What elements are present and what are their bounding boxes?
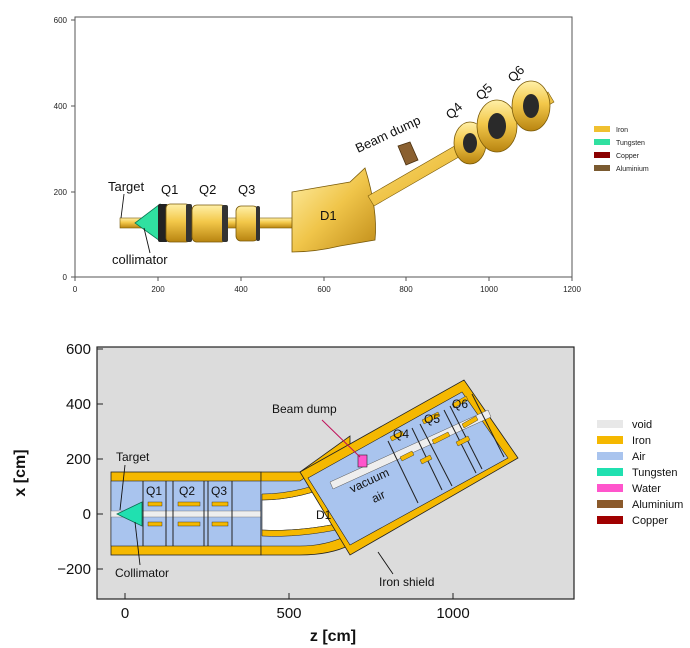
top-legend-label-tungsten: Tungsten [616, 140, 645, 147]
top-diagram: 0 200 400 600 800 1000 1200 0 200 400 60… [54, 16, 649, 294]
top-y-tick-200: 200 [54, 188, 68, 197]
bottom-legend-swatch-tungsten [597, 468, 623, 476]
bottom-y-tick-minus-200: −200 [57, 561, 91, 578]
bottom-straight-dividers [142, 481, 233, 546]
bottom-legend-swatch-air [597, 452, 623, 460]
bottom-collimator [116, 501, 143, 527]
bottom-label-air: air [369, 487, 387, 505]
bottom-angled-quad-bars [389, 395, 479, 465]
bottom-legend-label-water: Water [632, 483, 661, 495]
top-q3-magnet [235, 205, 260, 242]
top-d1-dipole [291, 167, 376, 253]
top-x-tick-600: 600 [317, 285, 331, 294]
top-label-q3: Q3 [238, 182, 255, 197]
bottom-label-iron-shield: Iron shield [379, 575, 434, 589]
top-legend-swatch-tungsten [594, 139, 610, 145]
top-beam-dump [397, 141, 419, 166]
bottom-legend-swatch-copper [597, 516, 623, 524]
bottom-legend-label-iron: Iron [632, 435, 651, 447]
top-legend-label-aluminium: Aluminium [616, 166, 649, 173]
bottom-straight-quad-bars [147, 501, 229, 527]
top-q2-magnet [191, 204, 228, 243]
top-label-q1: Q1 [161, 182, 178, 197]
top-legend-swatch-copper [594, 152, 610, 158]
top-y-tick-600: 600 [54, 16, 68, 25]
bottom-beam-dump-arrow [321, 419, 361, 458]
top-x-tick-400: 400 [234, 285, 248, 294]
bottom-label-d1: D1 [316, 508, 332, 522]
top-x-tick-1000: 1000 [480, 285, 498, 294]
top-y-ticks [71, 19, 75, 278]
top-x-tick-800: 800 [399, 285, 413, 294]
bottom-label-q3: Q3 [211, 484, 227, 498]
top-y-tick-0: 0 [63, 273, 68, 282]
bottom-y-ticks [97, 348, 103, 570]
bottom-legend-label-void: void [632, 419, 652, 431]
bottom-diagram: Target Collimator Q1 Q2 Q3 D1 Beam dump … [12, 341, 683, 645]
top-legend-label-iron: Iron [616, 127, 628, 134]
bottom-x-tick-1000: 1000 [436, 605, 469, 622]
top-x-ticks [74, 277, 573, 281]
top-label-q4: Q4 [443, 99, 466, 122]
bottom-legend-label-air: Air [632, 451, 646, 463]
bottom-label-q6: Q6 [452, 397, 468, 411]
bottom-label-q2: Q2 [179, 484, 195, 498]
bottom-label-q1: Q1 [146, 484, 162, 498]
bottom-x-axis-label: z [cm] [310, 628, 356, 645]
bottom-y-tick-0: 0 [83, 506, 91, 523]
top-label-q6: Q6 [505, 62, 528, 85]
bottom-y-tick-400: 400 [66, 396, 91, 413]
bottom-label-beam-dump: Beam dump [272, 402, 337, 416]
bottom-label-q4: Q4 [393, 427, 409, 441]
top-label-q5: Q5 [473, 80, 496, 103]
top-legend-swatch-iron [594, 126, 610, 132]
bottom-collimator-arrow [134, 521, 141, 566]
bottom-x-ticks [124, 593, 454, 599]
top-label-target: Target [108, 179, 145, 194]
top-x-tick-200: 200 [151, 285, 165, 294]
bottom-target-arrow [119, 464, 126, 511]
bottom-beam-dump [357, 454, 368, 468]
bottom-label-collimator: Collimator [115, 566, 169, 580]
top-q5-magnet [476, 99, 518, 153]
bottom-legend-swatch-void [597, 420, 623, 428]
bottom-y-tick-600: 600 [66, 341, 91, 358]
top-collimator [134, 203, 161, 242]
top-x-tick-0: 0 [73, 285, 78, 294]
top-y-tick-400: 400 [54, 102, 68, 111]
bottom-iron-shield-arrow [377, 551, 394, 575]
bottom-x-tick-500: 500 [276, 605, 301, 622]
bottom-label-q5: Q5 [424, 412, 440, 426]
bottom-legend-swatch-iron [597, 436, 623, 444]
bottom-legend-swatch-water [597, 484, 623, 492]
bottom-x-tick-0: 0 [121, 605, 129, 622]
top-label-q2: Q2 [199, 182, 216, 197]
top-q1-magnet [158, 203, 192, 243]
bottom-y-axis-label: x [cm] [12, 449, 29, 496]
top-label-d1: D1 [320, 208, 337, 223]
top-legend-swatch-aluminium [594, 165, 610, 171]
bottom-legend-swatch-aluminium [597, 500, 623, 508]
top-q6-magnet [511, 80, 551, 132]
bottom-legend: void Iron Air Tungsten Water Aluminium C… [597, 419, 683, 527]
top-x-tick-1200: 1200 [563, 285, 581, 294]
bottom-legend-label-tungsten: Tungsten [632, 467, 677, 479]
bottom-label-target: Target [116, 450, 150, 464]
bottom-angled-vacuum [329, 409, 492, 490]
top-legend-label-copper: Copper [616, 153, 640, 160]
bottom-y-tick-200: 200 [66, 451, 91, 468]
bottom-legend-label-copper: Copper [632, 515, 668, 527]
top-target-arrow [120, 193, 125, 219]
top-legend: Iron Tungsten Copper Aluminium [594, 126, 649, 173]
bottom-legend-label-aluminium: Aluminium [632, 499, 683, 511]
top-collimator-arrow [143, 227, 151, 254]
top-label-collimator: collimator [112, 252, 168, 267]
